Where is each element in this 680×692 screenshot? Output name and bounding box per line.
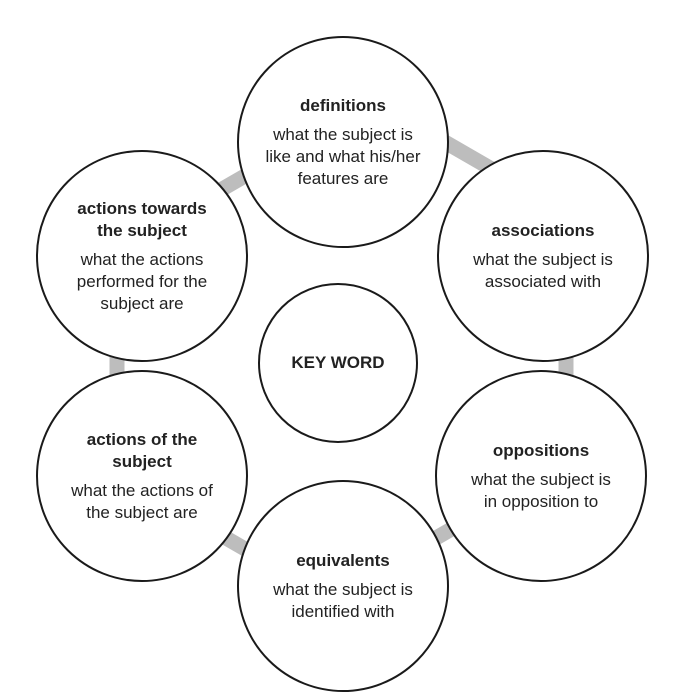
- definitions-title: definitions: [300, 95, 386, 115]
- actions-of-the-subject-node: actions of the subject what the actions …: [36, 370, 248, 582]
- definitions-node: definitions what the subject is like and…: [237, 36, 449, 248]
- actions-of-the-subject-description: what the actions of the subject are: [71, 480, 213, 522]
- associations-node: associations what the subject is associa…: [437, 150, 649, 362]
- actions-towards-the-subject-title: actions towards the subject: [77, 198, 207, 240]
- oppositions-description: what the subject is in opposition to: [471, 469, 611, 511]
- oppositions-title: oppositions: [492, 440, 590, 460]
- actions-towards-the-subject-description: what the actions performed for the subje…: [76, 249, 208, 313]
- oppositions-node: oppositions what the subject is in oppos…: [435, 370, 647, 582]
- equivalents-node: equivalents what the subject is identifi…: [237, 480, 449, 692]
- equivalents-title: equivalents: [296, 550, 390, 570]
- actions-of-the-subject-title: actions of the subject: [86, 429, 198, 471]
- associations-description: what the subject is associated with: [473, 249, 613, 291]
- associations-title: associations: [491, 220, 595, 240]
- key-word-node: KEY WORD: [258, 283, 418, 443]
- key-word-title: KEY WORD: [291, 353, 385, 372]
- equivalents-description: what the subject is identified with: [273, 579, 413, 621]
- definitions-description: what the subject is like and what his/he…: [265, 124, 421, 188]
- actions-towards-the-subject-node: actions towards the subject what the act…: [36, 150, 248, 362]
